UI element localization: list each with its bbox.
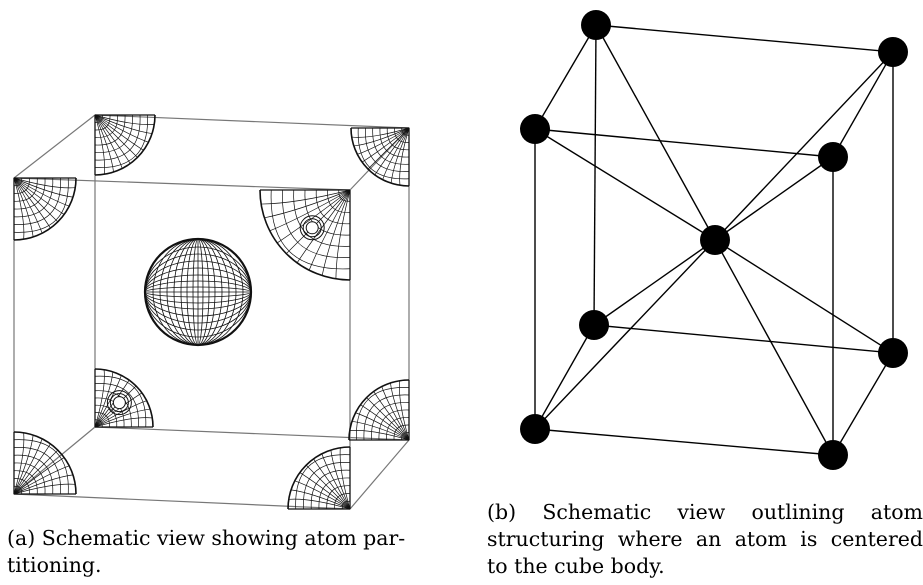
corner-octants <box>13 114 410 510</box>
bond-blb-brb <box>593 324 894 354</box>
center-atom-sphere <box>143 237 253 347</box>
panel-a: (a) Schematic view showing atom par- tit… <box>0 0 460 585</box>
caption-b-line-2: structuring where an atom is centered <box>487 527 923 551</box>
octant-top-left-back <box>94 114 156 176</box>
octant-top-right-front <box>259 189 351 281</box>
bond-blb-blf <box>534 324 595 430</box>
bond-c-blb <box>593 239 716 326</box>
bond-c-trf <box>714 156 834 241</box>
bond-tlb-tlf <box>534 24 597 130</box>
caption-a: (a) Schematic view showing atom par- tit… <box>7 525 406 579</box>
bond-tlf-trf <box>534 128 834 158</box>
bond-brb-brf <box>832 352 894 456</box>
bond-c-tlf <box>534 128 716 241</box>
octant-top-left-front <box>13 177 77 241</box>
corner-atom-tlb <box>581 10 611 40</box>
octant-bottom-left-back <box>94 368 154 428</box>
caption-b-line-3: to the cube body. <box>487 554 665 578</box>
bond-c-blf <box>534 239 716 430</box>
corner-atom-trf <box>818 142 848 172</box>
bond-tlb-trb <box>595 24 894 53</box>
corner-atom-brf <box>818 440 848 470</box>
bcc-structure-diagram <box>520 10 908 470</box>
bond-c-tlb <box>595 24 716 241</box>
partitioned-cube-diagram <box>13 114 410 510</box>
octant-bottom-right-front <box>287 446 351 510</box>
bond-tlb-blb <box>593 24 597 326</box>
bond-trb-trf <box>832 51 894 158</box>
octant-top-right-back <box>350 127 410 187</box>
caption-a-line-2: titioning. <box>7 553 102 577</box>
corner-atom-blf <box>520 414 550 444</box>
bond-blf-brf <box>534 428 834 456</box>
corner-atom-blb <box>579 310 609 340</box>
structure-atoms <box>520 10 908 470</box>
octant-bottom-left-front <box>13 431 77 495</box>
caption-b: (b) Schematic view outlining atom struct… <box>487 499 923 580</box>
octant-bottom-right-back <box>348 379 410 441</box>
corner-atom-tlf <box>520 114 550 144</box>
corner-atom-brb <box>878 338 908 368</box>
center-atom <box>700 225 730 255</box>
structure-bonds <box>534 24 894 456</box>
bond-c-brf <box>714 239 834 456</box>
panel-b: (b) Schematic view outlining atom struct… <box>463 0 923 585</box>
caption-b-line-1: (b) Schematic view outlining atom <box>487 500 923 524</box>
bond-c-trb <box>714 51 894 241</box>
corner-atom-trb <box>878 37 908 67</box>
bond-c-brb <box>714 239 894 354</box>
caption-a-line-1: (a) Schematic view showing atom par- <box>7 526 406 550</box>
